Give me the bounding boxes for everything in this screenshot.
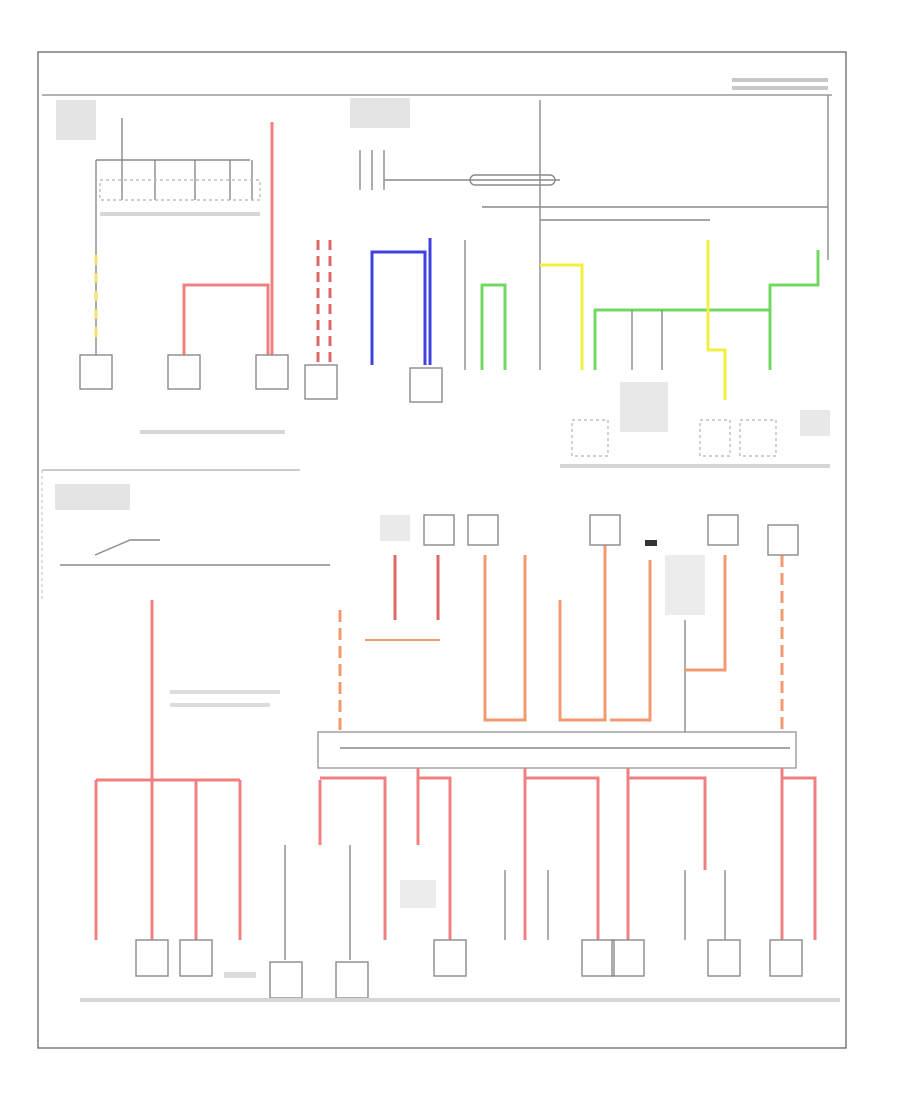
central-bus-box — [317, 731, 797, 769]
connector-l7 — [769, 939, 803, 977]
connector-u5 — [707, 514, 739, 546]
bottom-section — [55, 484, 840, 1002]
connector-top-8 — [699, 419, 731, 457]
connector-top-7 — [620, 382, 668, 432]
orange-in-5 — [558, 545, 607, 722]
diagram-frame — [37, 51, 847, 1049]
legend-bar-2 — [170, 703, 270, 707]
fuse-note-center — [665, 555, 705, 615]
connector-l1 — [269, 961, 303, 999]
connector-b1 — [135, 939, 169, 977]
fuse-block-box — [99, 179, 261, 201]
wire-green-2 — [480, 283, 507, 370]
legend-bar — [170, 690, 280, 694]
wire-green-3 — [593, 308, 770, 370]
relay-switch — [94, 539, 160, 556]
branch-8 — [628, 776, 707, 870]
orange-in-6 — [610, 560, 652, 722]
connector-left-2 — [167, 354, 201, 390]
connector-u6 — [767, 524, 799, 556]
connector-u1 — [380, 515, 410, 541]
connector-top-4 — [304, 364, 338, 400]
connector-u2 — [423, 514, 455, 546]
connector-top-10 — [800, 410, 830, 436]
wire-green-4 — [768, 250, 820, 370]
wire-yellow-2 — [706, 240, 727, 400]
connector-l3 — [433, 939, 467, 977]
connector-top-5 — [409, 367, 443, 403]
bottom-left-note — [55, 484, 130, 510]
branch-10 — [782, 776, 817, 940]
connector-b2 — [179, 939, 213, 977]
connector-l5 — [611, 939, 645, 977]
connector-u3 — [467, 514, 499, 546]
wire-red-loop — [182, 283, 270, 355]
connector-l6 — [707, 939, 741, 977]
header-label-top-right — [732, 78, 828, 82]
top-left-note — [56, 100, 96, 140]
orange-in-8 — [685, 555, 727, 672]
switch-relay-box — [469, 174, 556, 186]
connector-top-9 — [739, 419, 777, 457]
connector-b3 — [224, 972, 256, 978]
connector-l2 — [335, 961, 369, 999]
orange-in-4 — [483, 555, 527, 722]
connector-left-1 — [79, 354, 113, 390]
branch-6 — [525, 776, 600, 940]
wire-yellow-1 — [540, 263, 584, 370]
connector-u4 — [589, 514, 621, 546]
bottom-note-box — [400, 880, 436, 908]
header-label-top-right-2 — [732, 86, 828, 90]
branch-2 — [320, 776, 387, 940]
branch-4 — [418, 776, 452, 940]
connector-l4 — [581, 939, 615, 977]
top-center-label — [350, 98, 410, 128]
top-section — [42, 78, 832, 468]
wire-blue — [370, 250, 427, 365]
connector-left-3 — [255, 354, 289, 390]
connector-top-6 — [571, 419, 609, 457]
fuse-small — [645, 540, 657, 546]
